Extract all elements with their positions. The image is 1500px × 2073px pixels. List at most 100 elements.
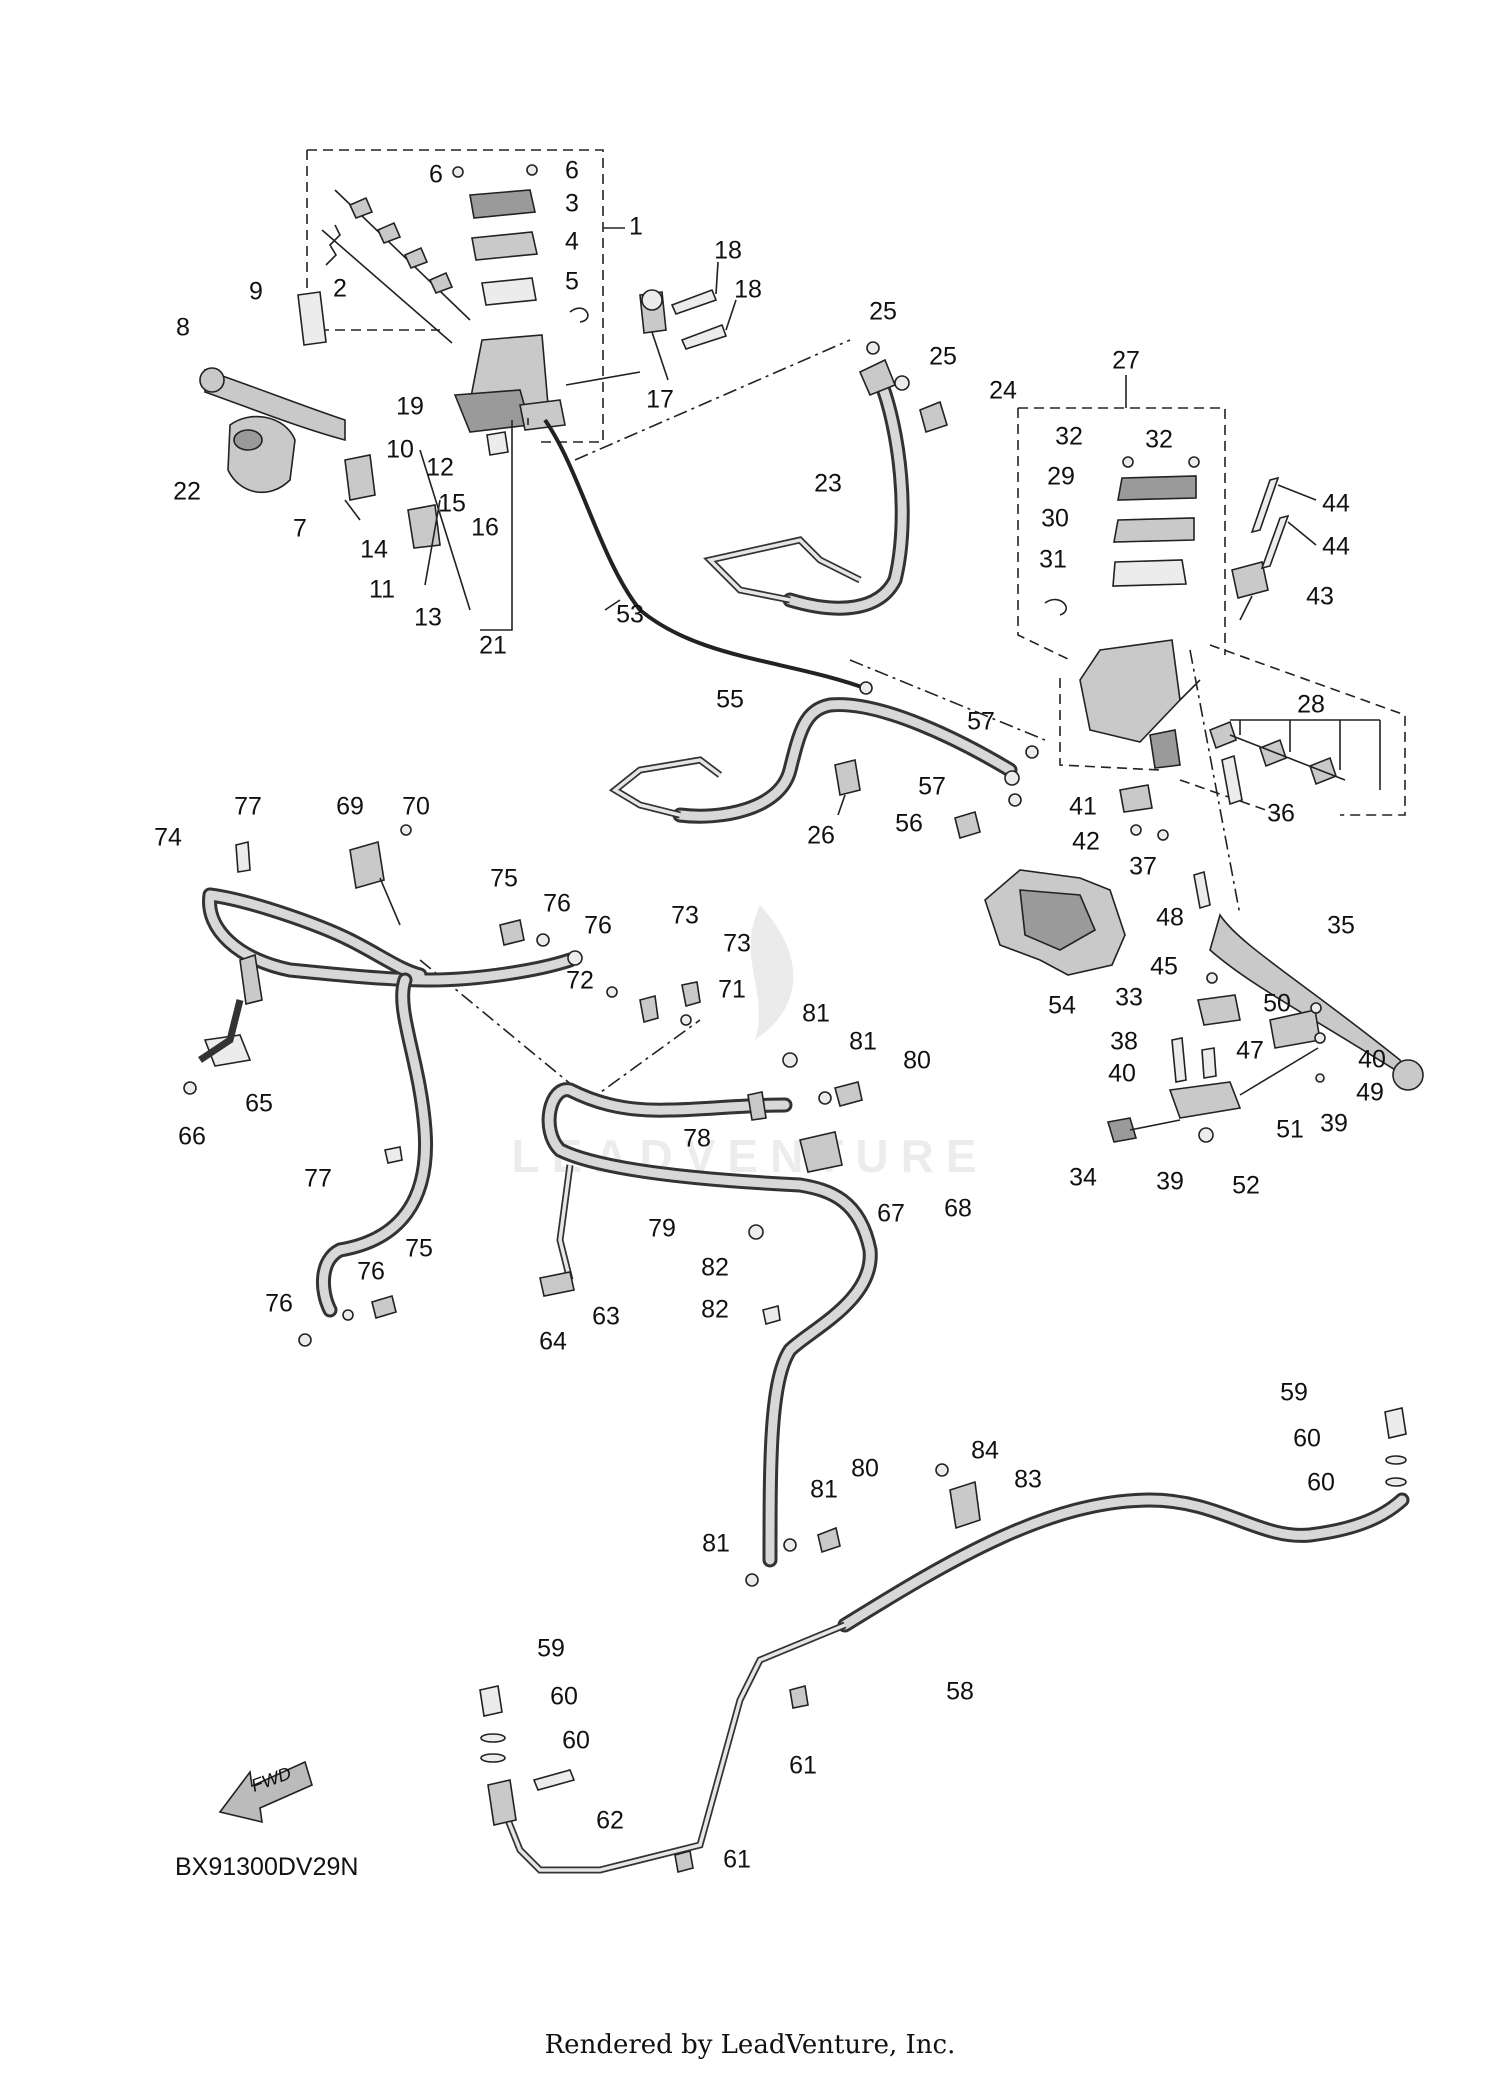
rear-brake-hose-middle: [539, 981, 878, 1587]
callout-17: 17: [646, 386, 674, 414]
left-master-cylinder-assembly: [199, 149, 737, 631]
callout-31: 31: [1039, 546, 1067, 574]
callout-81: 81: [810, 1476, 838, 1504]
callout-28: 28: [1297, 691, 1325, 719]
callout-76: 76: [543, 890, 571, 918]
callout-8: 8: [176, 314, 190, 342]
callout-83: 83: [1014, 1466, 1042, 1494]
callout-74: 74: [154, 824, 182, 852]
callout-72: 72: [566, 967, 594, 995]
callout-42: 42: [1072, 828, 1100, 856]
callout-60: 60: [1307, 1469, 1335, 1497]
callout-34: 34: [1069, 1164, 1097, 1192]
callout-1: 1: [629, 213, 643, 241]
callout-32: 32: [1055, 423, 1083, 451]
callout-2: 2: [333, 275, 347, 303]
callout-40: 40: [1108, 1060, 1136, 1088]
callout-55: 55: [716, 686, 744, 714]
callout-66: 66: [178, 1123, 206, 1151]
callout-11: 11: [369, 576, 395, 604]
callout-5: 5: [565, 268, 579, 296]
callout-12: 12: [426, 454, 454, 482]
footer-credit: Rendered by LeadVenture, Inc.: [544, 2030, 956, 2060]
callout-63: 63: [592, 1303, 620, 1331]
callout-73: 73: [723, 930, 751, 958]
callout-14: 14: [360, 536, 388, 564]
callout-60: 60: [1293, 1425, 1321, 1453]
callout-21: 21: [479, 632, 507, 660]
callout-48: 48: [1156, 904, 1184, 932]
callout-44: 44: [1322, 490, 1350, 518]
callout-24: 24: [989, 377, 1017, 405]
callout-58: 58: [946, 1678, 974, 1706]
callout-77: 77: [304, 1165, 332, 1193]
callout-47: 47: [1236, 1037, 1264, 1065]
callout-73: 73: [671, 902, 699, 930]
callout-60: 60: [550, 1683, 578, 1711]
callout-27: 27: [1112, 347, 1140, 375]
callout-84: 84: [971, 1437, 999, 1465]
callout-82: 82: [701, 1254, 729, 1282]
front-brake-hose-middle: [608, 697, 1039, 840]
callout-75: 75: [490, 865, 518, 893]
callout-51: 51: [1276, 1116, 1304, 1144]
callout-36: 36: [1267, 800, 1295, 828]
callout-64: 64: [539, 1328, 567, 1356]
callout-70: 70: [402, 793, 430, 821]
callout-40: 40: [1358, 1046, 1386, 1074]
callout-81: 81: [802, 1000, 830, 1028]
callout-65: 65: [245, 1090, 273, 1118]
callout-57: 57: [918, 773, 946, 801]
front-brake-hose-upper: [703, 341, 948, 616]
callout-79: 79: [648, 1215, 676, 1243]
callout-77: 77: [234, 793, 262, 821]
callout-50: 50: [1263, 990, 1291, 1018]
callout-61: 61: [789, 1752, 817, 1780]
callout-23: 23: [814, 470, 842, 498]
callout-15: 15: [438, 490, 466, 518]
callout-54: 54: [1048, 992, 1076, 1020]
callout-59: 59: [537, 1635, 565, 1663]
callout-19: 19: [396, 393, 424, 421]
callout-13: 13: [414, 604, 442, 632]
callout-71: 71: [718, 976, 746, 1004]
callout-43: 43: [1306, 583, 1334, 611]
callout-25: 25: [869, 298, 897, 326]
callout-61: 61: [723, 1846, 751, 1874]
callout-4: 4: [565, 228, 579, 256]
callout-32: 32: [1145, 426, 1173, 454]
callout-3: 3: [565, 190, 579, 218]
callout-22: 22: [173, 478, 201, 506]
callout-68: 68: [944, 1195, 972, 1223]
callout-18: 18: [714, 237, 742, 265]
ref-line: [849, 659, 1046, 741]
callout-76: 76: [265, 1290, 293, 1318]
callout-44: 44: [1322, 533, 1350, 561]
callout-33: 33: [1115, 984, 1143, 1012]
callout-57: 57: [967, 708, 995, 736]
callout-80: 80: [851, 1455, 879, 1483]
rear-brake-hose-lower: [479, 1407, 1410, 1874]
callout-6: 6: [429, 161, 443, 189]
callout-26: 26: [807, 822, 835, 850]
callout-78: 78: [683, 1125, 711, 1153]
callout-39: 39: [1156, 1168, 1184, 1196]
callout-81: 81: [702, 1530, 730, 1558]
callout-76: 76: [357, 1258, 385, 1286]
callout-62: 62: [596, 1807, 624, 1835]
callout-60: 60: [562, 1727, 590, 1755]
callout-35: 35: [1327, 912, 1355, 940]
callout-41: 41: [1069, 793, 1097, 821]
callout-49: 49: [1356, 1079, 1384, 1107]
callout-16: 16: [471, 514, 499, 542]
right-master-cylinder-assembly: [984, 375, 1424, 1143]
fwd-arrow: FWD: [218, 1760, 313, 1824]
diagram-code: BX91300DV29N: [175, 1853, 358, 1881]
callout-53: 53: [616, 601, 644, 629]
rear-brake-hose-upper: [183, 824, 583, 1347]
callout-39: 39: [1320, 1110, 1348, 1138]
callout-18: 18: [734, 276, 762, 304]
callout-9: 9: [249, 278, 263, 306]
callout-25: 25: [929, 343, 957, 371]
